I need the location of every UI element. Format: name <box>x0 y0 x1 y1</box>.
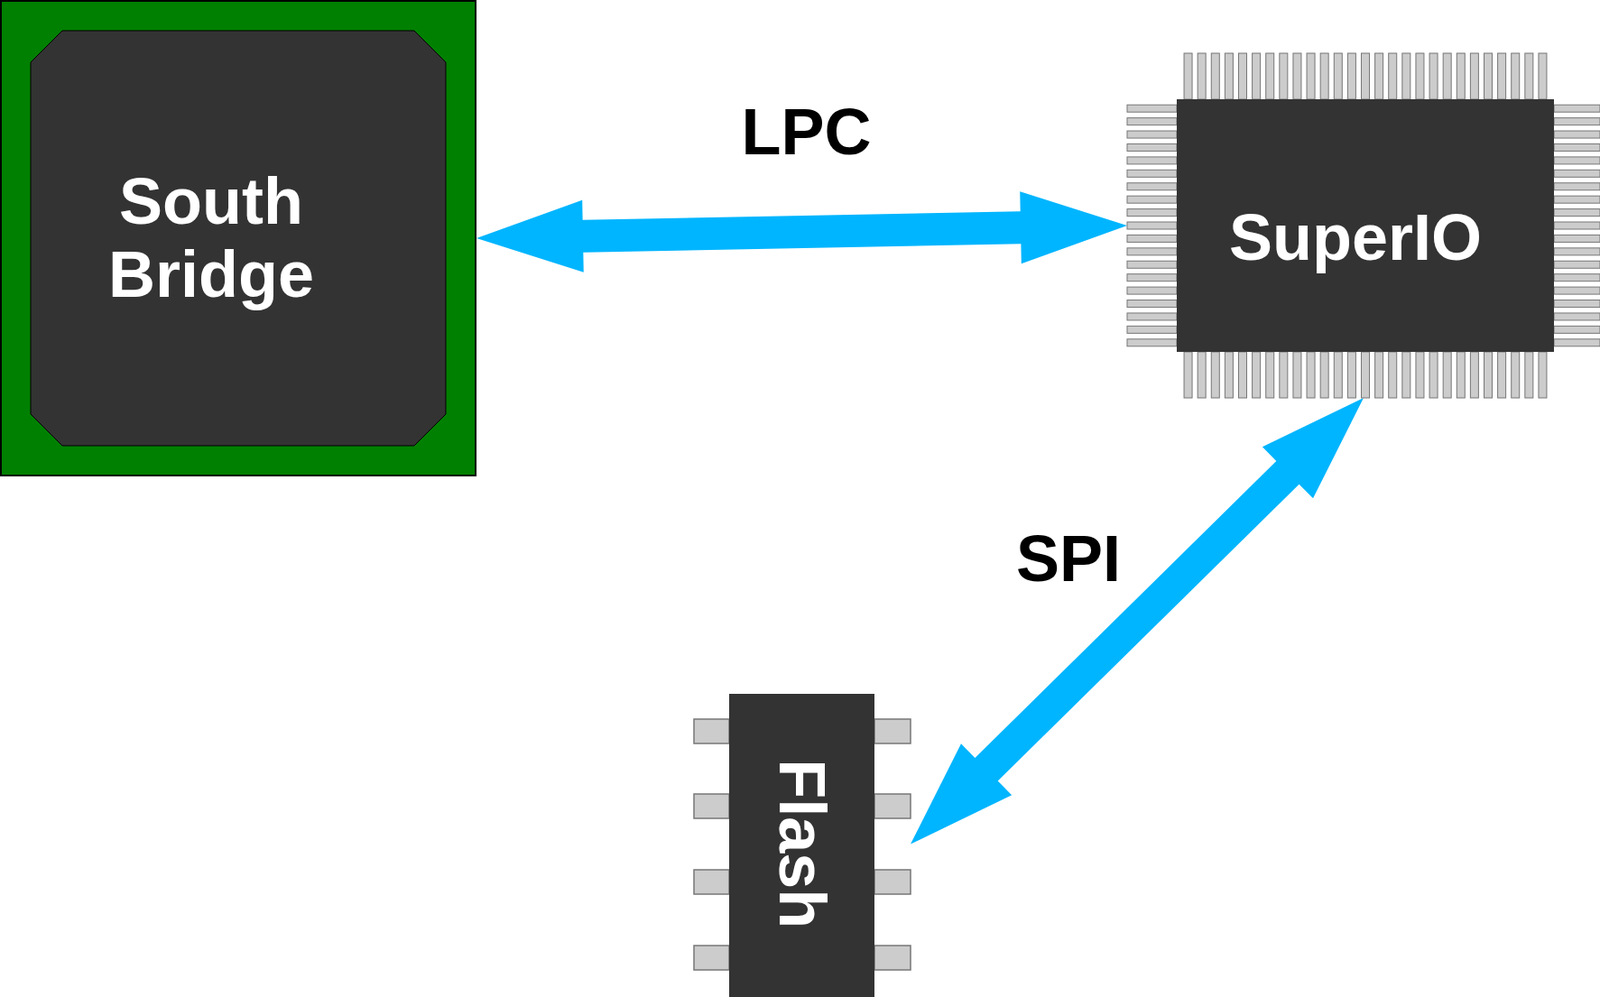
bus-arrow <box>910 397 1364 845</box>
bus-label: LPC <box>741 96 872 168</box>
chip-body <box>729 693 875 997</box>
chip-label: South Bridge <box>75 165 347 311</box>
south-bridge-chip: South Bridge <box>0 0 477 477</box>
pins <box>1127 53 1600 398</box>
superio-chip: SuperIO <box>1127 53 1600 398</box>
die-package <box>30 30 446 446</box>
bus-label: SPI <box>1016 524 1121 596</box>
substrate <box>0 0 476 476</box>
chip-label: Flash <box>766 758 840 929</box>
chip-label: SuperIO <box>1229 201 1482 275</box>
chip-body <box>1176 99 1554 352</box>
bus-arrow <box>476 191 1128 272</box>
flash-chip: Flash <box>693 693 911 997</box>
